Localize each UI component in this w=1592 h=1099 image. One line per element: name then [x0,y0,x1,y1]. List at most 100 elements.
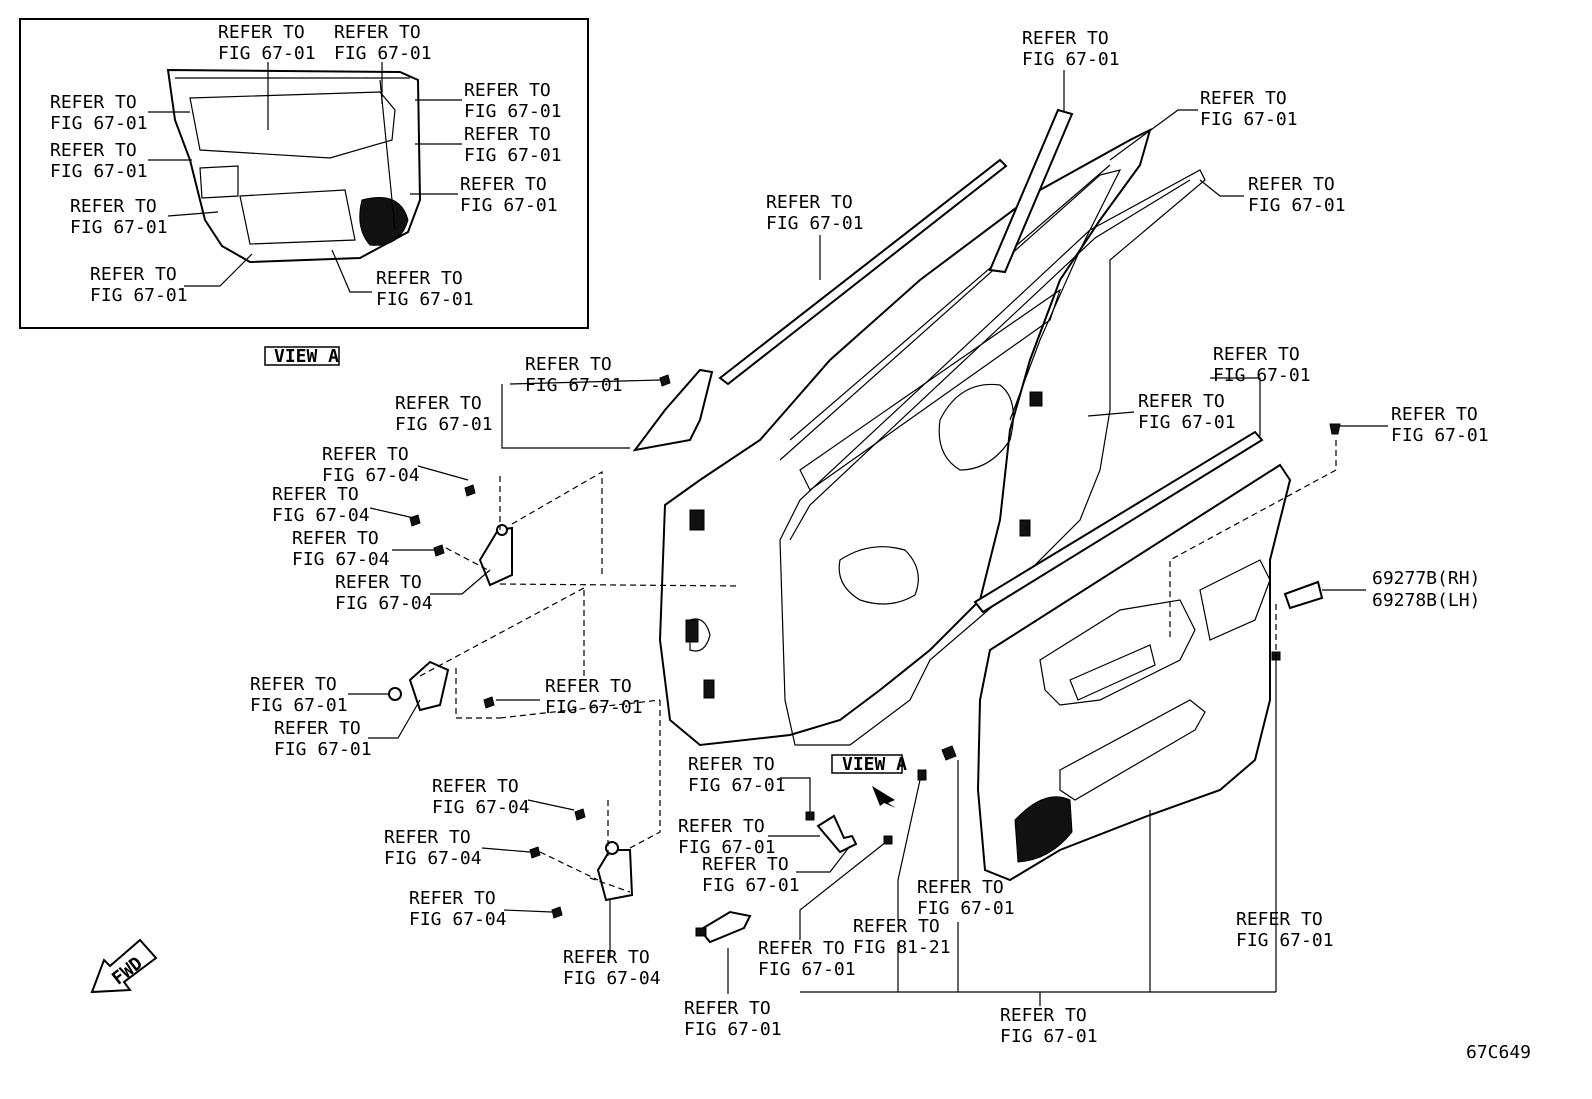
refer-to-line2: FIG 67-01 [460,195,558,216]
refer-to-line2: FIG 67-01 [1213,365,1311,386]
refer-to-line2: FIG 67-04 [384,848,482,869]
bottom-box-part [695,910,752,944]
refer-to-line2: FIG 67-01 [464,101,562,122]
refer-to-line1: REFER TO [464,124,551,145]
bolts [409,374,1341,919]
view-a-label-top: VIEW A [274,346,339,367]
refer-to-line1: REFER TO [432,776,519,797]
refer-to-line1: REFER TO [545,676,632,697]
refer-to-line1: REFER TO [460,174,547,195]
refer-to-line2: FIG 67-01 [688,775,786,796]
refer-to-line1: REFER TO [395,393,482,414]
view-a-inset [19,18,589,329]
refer-to-line1: REFER TO [409,888,496,909]
refer-to-line2: FIG 67-01 [250,695,348,716]
refer-to-line2: FIG 67-01 [766,213,864,234]
refer-to-line2: FIG 67-01 [395,414,493,435]
refer-to-line2: FIG 67-01 [1391,425,1489,446]
refer-to-line1: REFER TO [563,947,650,968]
refer-to-line1: REFER TO [1391,404,1478,425]
refer-to-line1: REFER TO [1248,174,1335,195]
refer-to-line1: REFER TO [678,816,765,837]
diagram-id: 67C649 [1466,1042,1531,1063]
refer-to-line1: REFER TO [917,877,1004,898]
refer-to-line2: FIG 67-01 [70,217,168,238]
refer-to-line2: FIG 67-01 [376,289,474,310]
refer-to-line1: REFER TO [684,998,771,1019]
door-frame [632,108,1264,747]
refer-to-line2: FIG 67-04 [432,797,530,818]
view-a-label-bottom: VIEW A [842,754,907,775]
refer-to-line2: FIG 67-01 [464,145,562,166]
leader-lines [148,62,1388,1006]
refer-to-line1: REFER TO [292,528,379,549]
refer-to-line2: FIG 67-01 [545,697,643,718]
refer-to-line1: REFER TO [322,444,409,465]
refer-to-line2: FIG 67-01 [684,1019,782,1040]
refer-to-line1: REFER TO [50,140,137,161]
refer-to-line1: REFER TO [525,354,612,375]
refer-to-line2: FIG 67-04 [335,593,433,614]
refer-to-line1: REFER TO [334,22,421,43]
refer-to-line2: FIG 67-01 [758,959,856,980]
refer-to-line1: REFER TO [50,92,137,113]
refer-to-line2: FIG 67-01 [917,898,1015,919]
refer-to-line1: REFER TO [335,572,422,593]
refer-to-line1: REFER TO [1200,88,1287,109]
refer-to-line1: REFER TO [1236,909,1323,930]
refer-to-line2: FIG 67-01 [1200,109,1298,130]
small-bracket [816,814,858,854]
refer-to-line1: REFER TO [766,192,853,213]
lower-hinge [596,841,634,902]
refer-to-line2: FIG 67-01 [678,837,776,858]
refer-to-line2: FIG 67-04 [292,549,390,570]
dashed-assembly-lines [419,440,1337,893]
middle-hinge [388,660,450,712]
refer-to-line2: FIG 67-01 [702,875,800,896]
upper-hinge [478,524,513,587]
refer-to-line2: FIG 67-04 [409,909,507,930]
refer-to-line2: FIG 67-01 [1138,412,1236,433]
fwd-arrow-icon: FWD [90,938,158,994]
refer-to-line2: FIG 67-01 [1248,195,1346,216]
refer-to-line2: FIG 67-04 [322,465,420,486]
refer-to-line1: REFER TO [70,196,157,217]
refer-to-line1: REFER TO [274,718,361,739]
refer-to-line1: REFER TO [1000,1005,1087,1026]
refer-to-line1: REFER TO [90,264,177,285]
refer-to-line2: FIG 67-01 [50,113,148,134]
refer-to-line1: REFER TO [688,754,775,775]
refer-to-line2: FIG 67-01 [1022,49,1120,70]
refer-to-line2: FIG 81-21 [853,937,951,958]
refer-to-line1: REFER TO [250,674,337,695]
refer-to-line2: FIG 67-01 [90,285,188,306]
clip-part-69277b [1283,580,1324,610]
